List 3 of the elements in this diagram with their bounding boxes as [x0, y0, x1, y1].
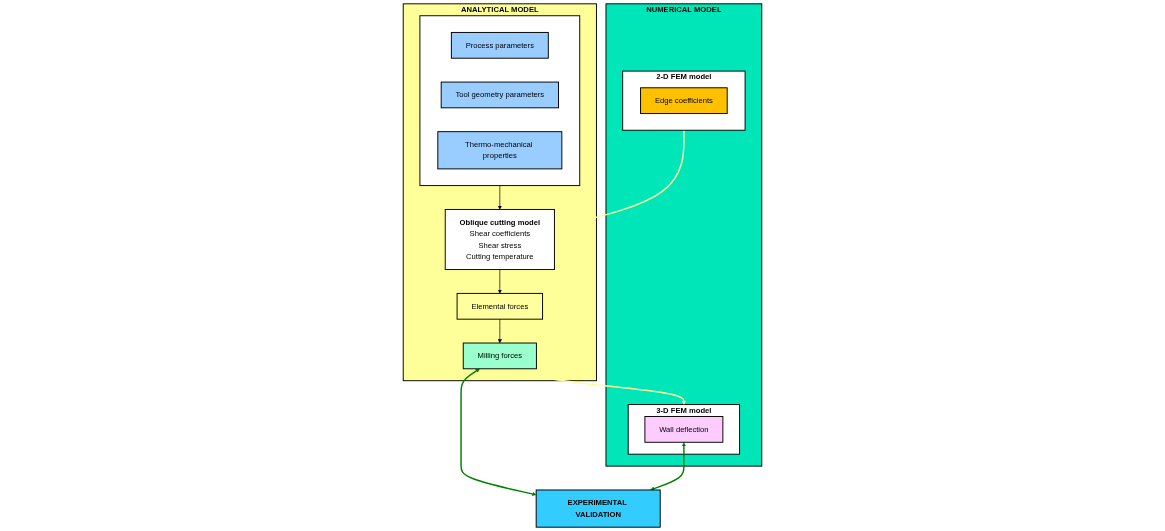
arrow — [460, 368, 537, 496]
cluster — [419, 15, 581, 187]
arrow — [650, 442, 686, 491]
